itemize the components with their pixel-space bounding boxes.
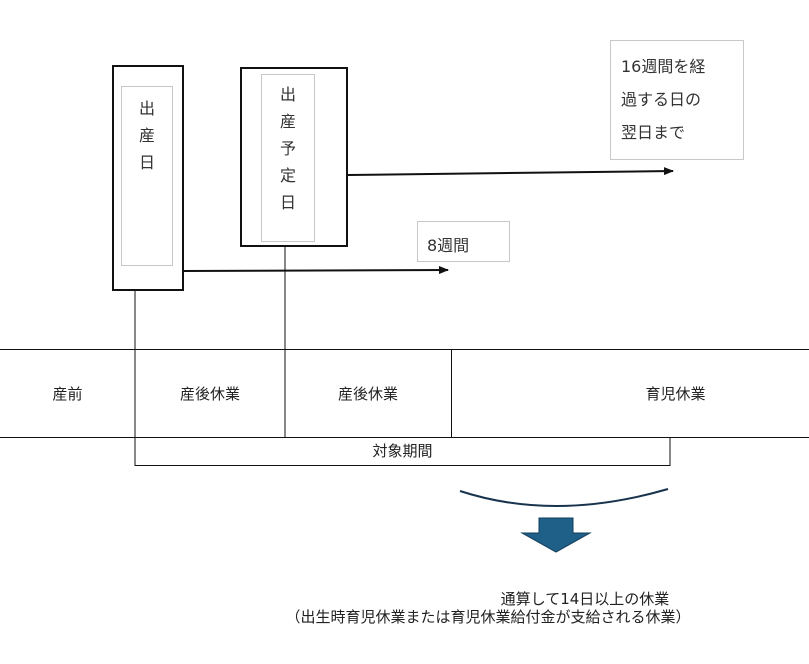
birth-date-char: 産 <box>138 126 155 145</box>
timeline-cell-label: 産前 <box>52 384 83 403</box>
arrow-16-weeks <box>347 167 674 176</box>
sixteen-weeks-line: 16週間を経 <box>621 57 706 76</box>
conclusion-line-2: （出生時育児休業または育児休業給付金が支給される休業） <box>238 606 738 627</box>
birth-date-char: 出 <box>138 99 155 118</box>
target-period-label: 対象期間 <box>135 440 670 461</box>
sixteen-weeks-line: 過する日の <box>621 90 702 109</box>
due-date-char: 日 <box>279 193 296 212</box>
eight-weeks-label: 8週間 <box>417 221 510 262</box>
timeline-cell-postnatal-1: 産後休業 <box>135 349 285 437</box>
due-date-char: 産 <box>279 112 296 131</box>
target-period-text: 対象期間 <box>372 442 433 460</box>
target-period-bracket <box>134 437 671 466</box>
sixteen-weeks-line: 翌日まで <box>621 123 686 142</box>
due-date-label: 出 産 予 定 日 <box>261 74 315 242</box>
due-date-char: 出 <box>279 85 296 104</box>
down-arrow-icon <box>520 517 592 553</box>
timeline-cell-label: 育児休業 <box>645 384 706 403</box>
timeline-cell-prenatal: 産前 <box>0 349 135 437</box>
due-date-char: 定 <box>279 166 296 185</box>
due-date-char: 予 <box>279 139 296 158</box>
conclusion-text-2: （出生時育児休業または育児休業給付金が支給される休業） <box>285 608 691 626</box>
conclusion-line-1: 通算して14日以上の休業 <box>440 588 730 609</box>
arrow-8-weeks <box>182 266 449 275</box>
timeline-cell-childcare-leave: 育児休業 <box>451 349 809 437</box>
conclusion-text-1: 通算して14日以上の休業 <box>500 590 670 608</box>
timeline-cell-label: 産後休業 <box>337 384 398 403</box>
summary-curve <box>459 488 669 507</box>
birth-date-label: 出 産 日 <box>121 86 173 266</box>
sixteen-weeks-label: 16週間を経 過する日の 翌日まで <box>610 40 744 160</box>
timeline-cell-label: 産後休業 <box>179 384 240 403</box>
eight-weeks-text: 8週間 <box>427 236 470 255</box>
birth-date-char: 日 <box>138 153 155 172</box>
timeline-cell-postnatal-2: 産後休業 <box>285 349 451 437</box>
birth-date-box: 出 産 日 <box>112 65 184 291</box>
due-date-box: 出 産 予 定 日 <box>240 67 348 247</box>
